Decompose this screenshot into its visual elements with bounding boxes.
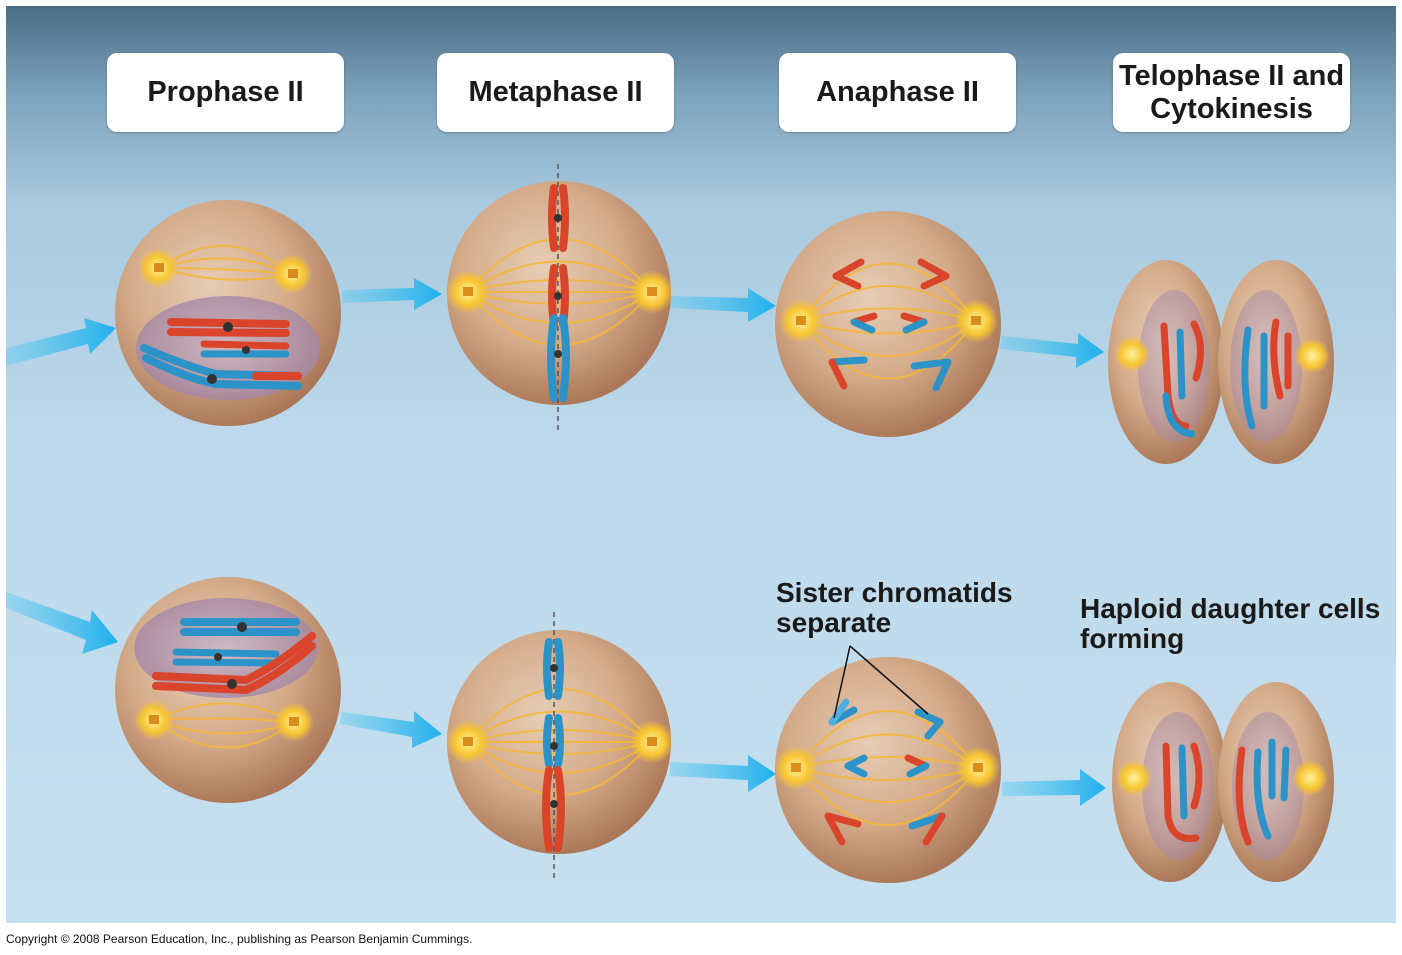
arrow-prophase-metaphase-bottom	[340, 711, 442, 748]
stage-label-prophase: Prophase II	[107, 53, 344, 132]
cell-prophase-top	[115, 200, 341, 426]
stage-label-metaphase-text: Metaphase II	[468, 76, 643, 108]
cell-anaphase-bottom	[774, 645, 1001, 883]
callout-haploid-cells: Haploid daughter cells forming	[1080, 593, 1381, 654]
stage-label-prophase-text: Prophase II	[147, 76, 304, 108]
cell-telophase-bottom	[1112, 682, 1334, 882]
arrow-prophase-metaphase-top	[342, 278, 442, 310]
stage-label-telophase: Telophase II and Cytokinesis	[1113, 53, 1350, 132]
arrow-metaphase-anaphase-top	[670, 288, 776, 322]
arrow-anaphase-telophase-bottom	[1002, 769, 1106, 806]
stage-label-metaphase: Metaphase II	[437, 53, 674, 132]
cell-prophase-bottom	[115, 577, 341, 803]
cell-metaphase-top	[446, 164, 674, 432]
stage-label-anaphase-text: Anaphase II	[816, 76, 979, 108]
arrow-metaphase-anaphase-bottom	[670, 755, 776, 792]
callout-sister-chromatids: Sister chromatids separate	[776, 577, 1013, 638]
arrow-entry-top	[6, 318, 116, 366]
diagram-artwork	[6, 164, 1334, 883]
copyright-notice: Copyright © 2008 Pearson Education, Inc.…	[6, 932, 473, 946]
cell-telophase-top	[1108, 260, 1334, 464]
arrow-anaphase-telophase-top	[1000, 333, 1104, 368]
cell-anaphase-top	[775, 211, 1001, 437]
stage-label-telophase-text: Telophase II and Cytokinesis	[1118, 59, 1345, 125]
stage-label-anaphase: Anaphase II	[779, 53, 1016, 132]
arrow-entry-bottom	[6, 592, 118, 654]
cell-metaphase-bottom	[446, 612, 674, 882]
